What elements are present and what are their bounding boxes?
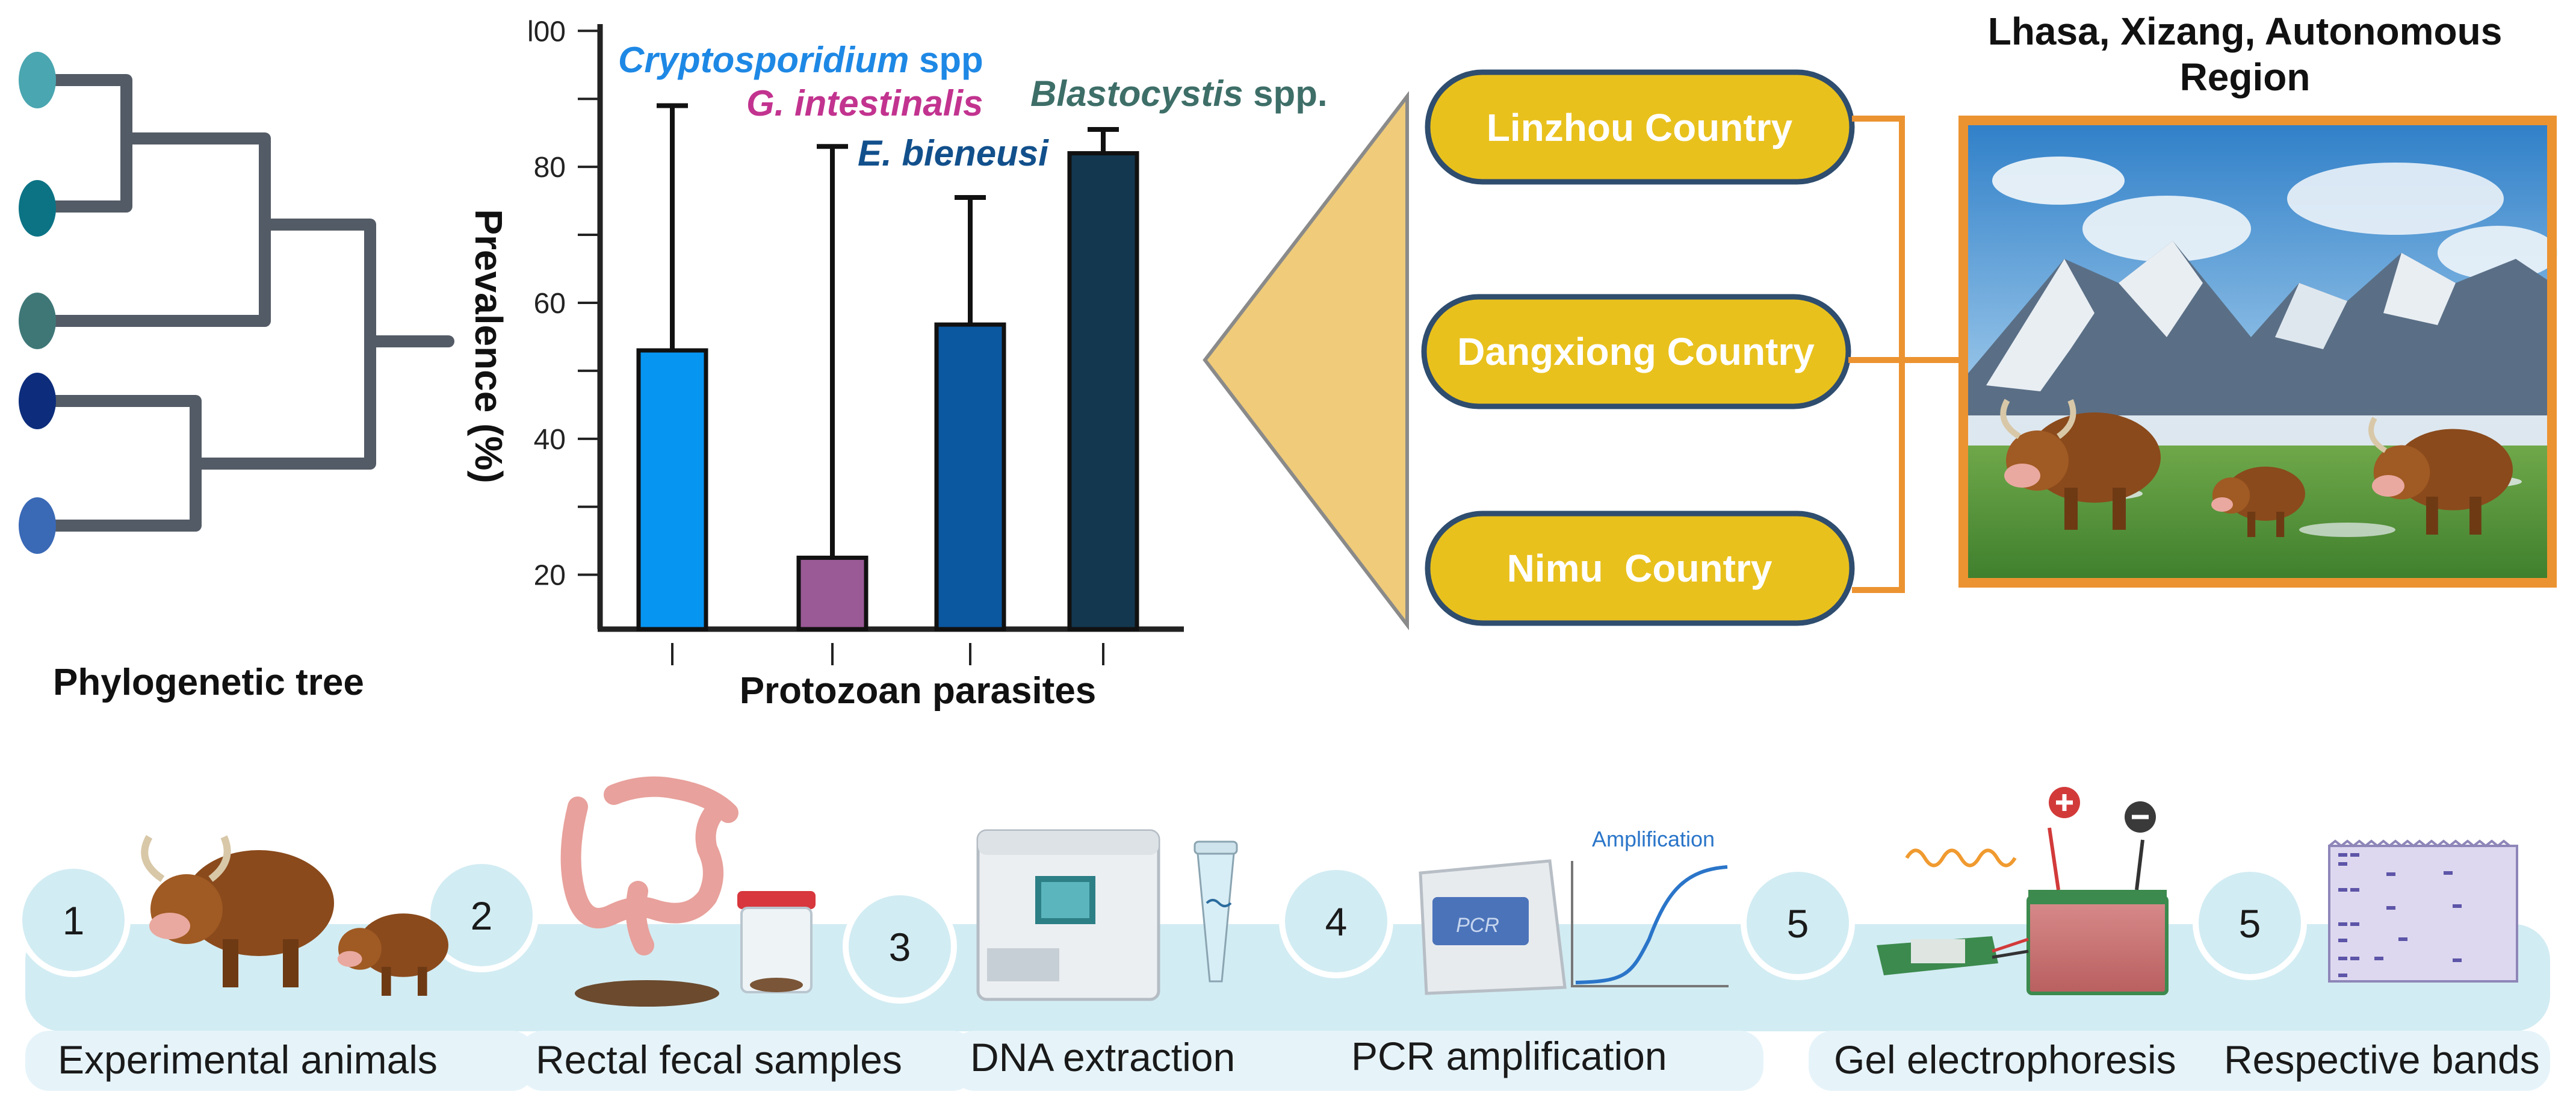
sample-jar-icon	[737, 891, 816, 993]
step-number: 2	[471, 893, 493, 938]
x-axis-title: Protozoan parasites	[740, 670, 1097, 712]
y-tick-label: 40	[534, 424, 566, 456]
workflow-label-backgrounds	[25, 1031, 2550, 1091]
bar	[1067, 151, 1139, 632]
region-title: Lhasa, Xizang, Autonomous Region	[1987, 10, 2503, 99]
step-circle-2: 2	[424, 858, 539, 972]
series-label: G. intestinalis	[746, 83, 983, 123]
region-dangxiong-label: Dangxiong Country	[1457, 330, 1815, 373]
step-circles: 1 2 3 4 5 5	[16, 858, 2307, 1004]
feces-pile	[575, 980, 719, 1007]
step-label-experimental-animals: Experimental animals	[58, 1037, 438, 1082]
bar	[934, 322, 1006, 632]
tree-leaf-nodes	[19, 52, 56, 554]
funnel-triangle	[1203, 91, 1409, 630]
dna-tube-icon	[1194, 840, 1238, 983]
region-nimu-label: Nimu Country	[1507, 547, 1773, 590]
phylogenetic-tree-label: Phylogenetic tree	[53, 662, 364, 703]
y-tick-label: 60	[534, 288, 566, 320]
step-label-respective-bands: Respective bands	[2224, 1037, 2540, 1082]
step-label-dna-extraction: DNA extraction	[970, 1035, 1236, 1079]
step-number: 3	[889, 925, 911, 969]
leaf-node	[19, 52, 56, 108]
step-number: 1	[63, 898, 85, 943]
prevalence-bar-chart: 20 40 60 80 l00 Prevalence (%) Protozoan par…	[467, 16, 1328, 712]
gel-bands-icon	[2328, 839, 2518, 983]
y-axis-title: Prevalence (%)	[467, 209, 510, 483]
region-pills: Linzhou Country Dangxiong Country Nimu C…	[1421, 69, 1855, 626]
bar	[796, 555, 868, 632]
leaf-node	[19, 180, 56, 237]
series-label: Cryptosporidium spp	[618, 40, 983, 80]
yaks-icon	[141, 835, 448, 996]
step-number: 4	[1325, 899, 1348, 944]
leaf-node	[19, 497, 56, 554]
region-linzhou-label: Linzhou Country	[1487, 106, 1793, 149]
leaf-node	[19, 293, 56, 349]
step-label-rectal-fecal-samples: Rectal fecal samples	[536, 1037, 902, 1082]
region-pill-linzhou	[1425, 69, 1855, 185]
step-number: 5	[2239, 901, 2261, 946]
step-circle-1: 1	[16, 863, 131, 977]
image-frame	[1958, 116, 2557, 588]
step-circle-4: 4	[1279, 864, 1393, 978]
gel-electrophoresis-icon	[1877, 787, 2169, 995]
yak-illustration	[2368, 417, 2513, 535]
step-number: 5	[1787, 901, 1809, 946]
step-circle-3: 3	[843, 889, 957, 1004]
lhasa-landscape-image	[1958, 116, 2558, 588]
yak-illustration	[2211, 467, 2305, 537]
region-pill-nimu	[1425, 511, 1855, 626]
y-tick-label: 80	[534, 152, 566, 184]
phylogenetic-tree	[31, 74, 454, 532]
dna-extractor-icon	[976, 829, 1160, 1001]
yak-illustration	[2000, 399, 2161, 530]
bar	[636, 348, 708, 632]
intestine-icon	[560, 776, 738, 955]
pcr-display-text: PCR	[1456, 914, 1499, 937]
series-label: Blastocystis spp.	[1030, 73, 1328, 114]
leaf-node	[19, 373, 56, 429]
y-tick-label: l00	[527, 16, 566, 48]
step-label-pcr-amplification: PCR amplification	[1351, 1034, 1667, 1078]
region-connector	[1848, 116, 1960, 593]
y-tick-label: 20	[534, 560, 566, 592]
amplification-label: Amplification	[1592, 827, 1715, 851]
amplification-curve-icon: Amplification	[1571, 827, 1729, 987]
step-label-gel-electrophoresis: Gel electrophoresis	[1834, 1037, 2176, 1082]
series-label: E. bieneusi	[858, 133, 1049, 173]
region-pill-dangxiong	[1421, 294, 1851, 409]
pcr-machine-icon: PCR	[1419, 859, 1567, 995]
step-circle-5b: 5	[2193, 866, 2307, 980]
step-circle-5a: 5	[1741, 866, 1855, 980]
